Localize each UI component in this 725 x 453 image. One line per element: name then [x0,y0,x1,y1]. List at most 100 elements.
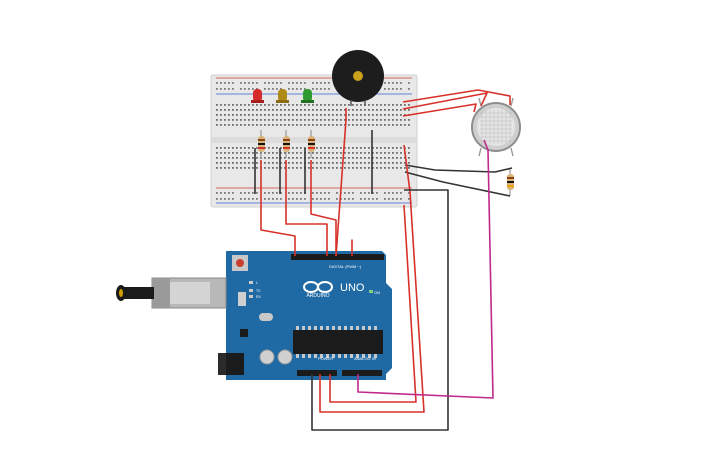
breadboard-hole [244,198,246,200]
piezo-buzzer[interactable] [332,50,384,106]
breadboard-hole [380,147,382,149]
breadboard-hole [364,157,366,159]
breadboard-hole [368,167,370,169]
breadboard-hole [336,119,338,121]
breadboard-hole [300,192,302,194]
breadboard-hole [220,114,222,116]
breadboard-hole [392,147,394,149]
breadboard-hole [324,152,326,154]
chip-pin [302,354,305,358]
analog-header[interactable] [342,370,382,376]
breadboard-hole [224,124,226,126]
breadboard-hole [264,109,266,111]
led-green[interactable] [301,89,314,103]
breadboard-hole [232,162,234,164]
breadboard-hole [364,124,366,126]
breadboard-hole [392,104,394,106]
breadboard-hole [408,157,410,159]
breadboard-hole [292,104,294,106]
chip-pin [338,326,341,330]
breadboard-hole [304,124,306,126]
wire-analog-sensor-b [483,139,489,151]
breadboard-hole [320,192,322,194]
breadboard-hole [316,119,318,121]
breadboard-hole [392,198,394,200]
led-red[interactable] [251,89,264,103]
resistor-2[interactable] [283,130,290,158]
power-header[interactable] [297,370,337,376]
chip-pin [350,354,353,358]
breadboard-hole [404,167,406,169]
breadboard-hole [296,88,298,90]
breadboard-hole [232,147,234,149]
wire-gnd-rail [311,189,449,431]
resistor-sensor[interactable] [507,168,514,196]
breadboard-hole [372,109,374,111]
breadboard-hole [396,124,398,126]
breadboard-hole [324,192,326,194]
breadboard-hole [300,198,302,200]
breadboard-hole [240,109,242,111]
breadboard-hole [312,82,314,84]
breadboard-hole [400,109,402,111]
breadboard-hole [304,104,306,106]
breadboard-hole [408,119,410,121]
breadboard-hole [408,109,410,111]
resistor-3[interactable] [308,130,315,158]
breadboard-hole [276,124,278,126]
resistor-1[interactable] [258,130,265,158]
breadboard-hole [288,157,290,159]
breadboard-hole [392,114,394,116]
breadboard-hole [384,114,386,116]
breadboard-hole [244,114,246,116]
breadboard-hole [328,119,330,121]
breadboard-hole [384,82,386,84]
breadboard-hole [300,124,302,126]
breadboard-hole [392,157,394,159]
breadboard-hole [284,162,286,164]
breadboard-hole [272,167,274,169]
breadboard-hole [324,114,326,116]
breadboard-hole [380,157,382,159]
breadboard-hole [300,167,302,169]
digital-header[interactable] [291,254,384,260]
breadboard-hole [268,192,270,194]
breadboard-hole [384,192,386,194]
wires[interactable] [260,89,513,431]
breadboard-hole [344,152,346,154]
breadboard-hole [272,152,274,154]
breadboard-hole [312,198,314,200]
breadboard-hole [380,162,382,164]
breadboard-hole [216,119,218,121]
breadboard-hole [232,167,234,169]
breadboard-hole [292,88,294,90]
breadboard-hole [216,82,218,84]
breadboard-hole [288,124,290,126]
chip-pin [314,354,317,358]
gas-sensor[interactable] [471,97,521,157]
breadboard-hole [244,147,246,149]
arduino-uno-board[interactable]: ARDUINO UNO DIGITAL (PWM ~) POWER ANALOG… [116,251,392,380]
led-yellow[interactable] [276,89,289,103]
breadboard-hole [388,88,390,90]
breadboard-hole [220,167,222,169]
breadboard-hole [288,167,290,169]
breadboard-hole [248,198,250,200]
breadboard-hole [404,104,406,106]
breadboard-hole [356,147,358,149]
breadboard-hole [292,109,294,111]
breadboard-hole [276,109,278,111]
breadboard-hole [284,104,286,106]
breadboard-hole [228,88,230,90]
breadboard-hole [244,119,246,121]
breadboard-hole [384,119,386,121]
breadboard-hole [264,88,266,90]
breadboard-hole [340,162,342,164]
breadboard-hole [280,162,282,164]
breadboard-hole [324,198,326,200]
breadboard-hole [332,162,334,164]
breadboard-hole [236,162,238,164]
breadboard-hole [244,109,246,111]
breadboard-hole [288,104,290,106]
